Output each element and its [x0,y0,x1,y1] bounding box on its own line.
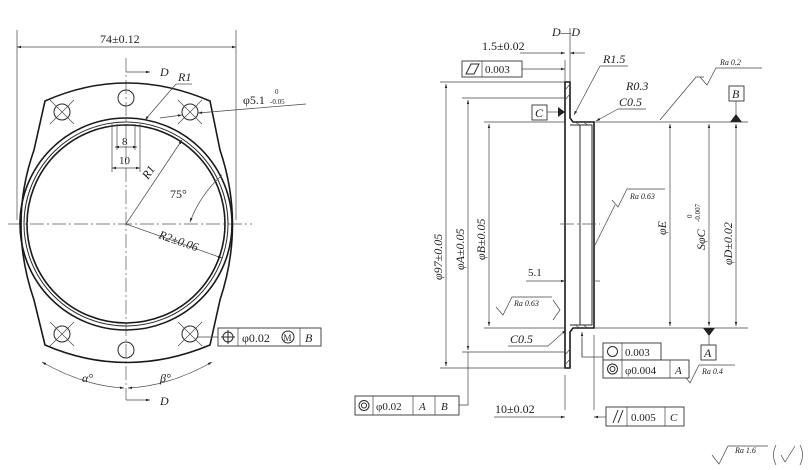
datum-a-marker: A [700,328,717,361]
outer-ring [19,117,233,331]
front-view: 74±0.12 D D R1 φ5.1 0 -0.05 8 10 R1 75° … [8,30,322,408]
parallelism-tolerance-frame: 0.005 C [605,406,685,427]
mmc-circle-icon [281,330,295,344]
hole-top [117,89,135,107]
flatness-icon [465,63,480,75]
section-view: D—D φ97±0.05 φA±0.05 φB±0.05 φE SφC 0 -0… [354,25,762,427]
r1-5-label: R1.5 [602,52,625,66]
position-modifier: M [284,333,292,343]
section-title: D—D [551,25,580,39]
hole-bottom [117,341,135,359]
hole-tol-lower: -0.05 [270,98,285,106]
dim-b: φB±0.05 [474,218,488,260]
dim-c-tol-upper: 0 [686,214,694,218]
beta-label: β° [159,371,171,385]
datum-c: C [535,106,544,120]
flatness-tol: 0.003 [485,64,510,76]
concentricity2-tol: φ0.02 [376,401,402,413]
datum-c-marker: C [531,104,565,121]
general-roughness-label: Ra 1.6 [734,446,756,455]
position-datum: B [305,331,313,345]
dim-97: φ97±0.05 [431,234,445,280]
concentricity-datum: A [674,365,682,377]
flange-outline [20,82,234,364]
dim-d: φD±0.02 [721,222,735,265]
section-mark-bottom: D [159,394,169,408]
concentricity-tol: φ0.004 [625,365,657,377]
concentricity2-datum1: A [418,401,426,413]
flange-thickness-dim: 1.5±0.02 [482,39,525,53]
ra-0-63-left-label: Ra 0.63 [513,299,539,308]
circularity-tolerance-frame: 0.003 [602,342,662,361]
angle-label: 75° [170,187,187,201]
roughness-ra-0-63-left: Ra 0.63 [495,296,561,321]
ring-2 [23,121,229,327]
position-tolerance-frame: φ0.02 M B [217,327,322,347]
parallelism-tol: 0.005 [631,412,656,424]
concentricity-icon [607,363,618,375]
parallelism-icon [612,409,624,424]
datum-b-marker: B [728,85,745,122]
datum-a: A [703,346,712,360]
section-mark-top: D [159,65,169,79]
concentricity-icon [358,400,370,411]
dim-e: φE [655,220,669,235]
hole-bl [53,325,71,343]
concentricity-tolerance-frame: φ0.004 A [602,359,690,379]
flatness-tolerance-frame: 0.003 [461,60,565,78]
dim-c: SφC [694,228,708,250]
general-roughness: Ra 1.6 [711,444,803,466]
datum-b: B [732,87,740,101]
concentricity2-datum2: B [441,401,448,413]
roughness-check-icon [773,444,803,466]
dim-c-tol-lower: -0.007 [694,203,702,222]
dim-a: φA±0.05 [453,228,467,270]
hole-tl [53,103,71,121]
r0-3-label: R0.3 [625,79,648,93]
hole-dimension: φ5.1 [243,93,265,107]
roughness-ra-0-63-right: Ra 0.63 [594,188,665,246]
slot-inner-dim: 8 [122,136,128,148]
r1-top-label: R1 [177,70,191,84]
concentricity-ab-tolerance-frame: φ0.02 A B [354,395,460,416]
slot-outer-dim: 10 [119,155,131,167]
dim-5-1: 5.1 [528,267,542,279]
roughness-ra-0-4: Ra 0.4 [683,364,735,384]
hole-tol-upper: 0 [275,88,279,96]
hole-br [181,325,199,343]
circularity-icon [607,346,618,357]
bore-circle [26,124,226,324]
position-icon [221,330,235,344]
c0-5-bottom-label: C0.5 [510,332,533,346]
position-tol: φ0.02 [242,331,270,345]
dim-10: 10±0.02 [495,402,535,416]
ra-0-2-label: Ra 0.2 [719,58,741,67]
roughness-ra-0-2: Ra 0.2 [659,58,762,121]
c0-5-top-label: C0.5 [619,95,642,109]
r2-dimension: R2±0.06 [156,227,200,254]
parallelism-datum: C [670,412,678,424]
ra-0-4-label: Ra 0.4 [701,367,723,376]
width-dimension: 74±0.12 [100,32,140,46]
r1-inner-label: R1 [138,163,158,183]
alpha-label: α° [82,371,93,385]
circularity-tol: 0.003 [625,347,650,359]
ra-0-63-right-label: Ra 0.63 [629,192,655,201]
